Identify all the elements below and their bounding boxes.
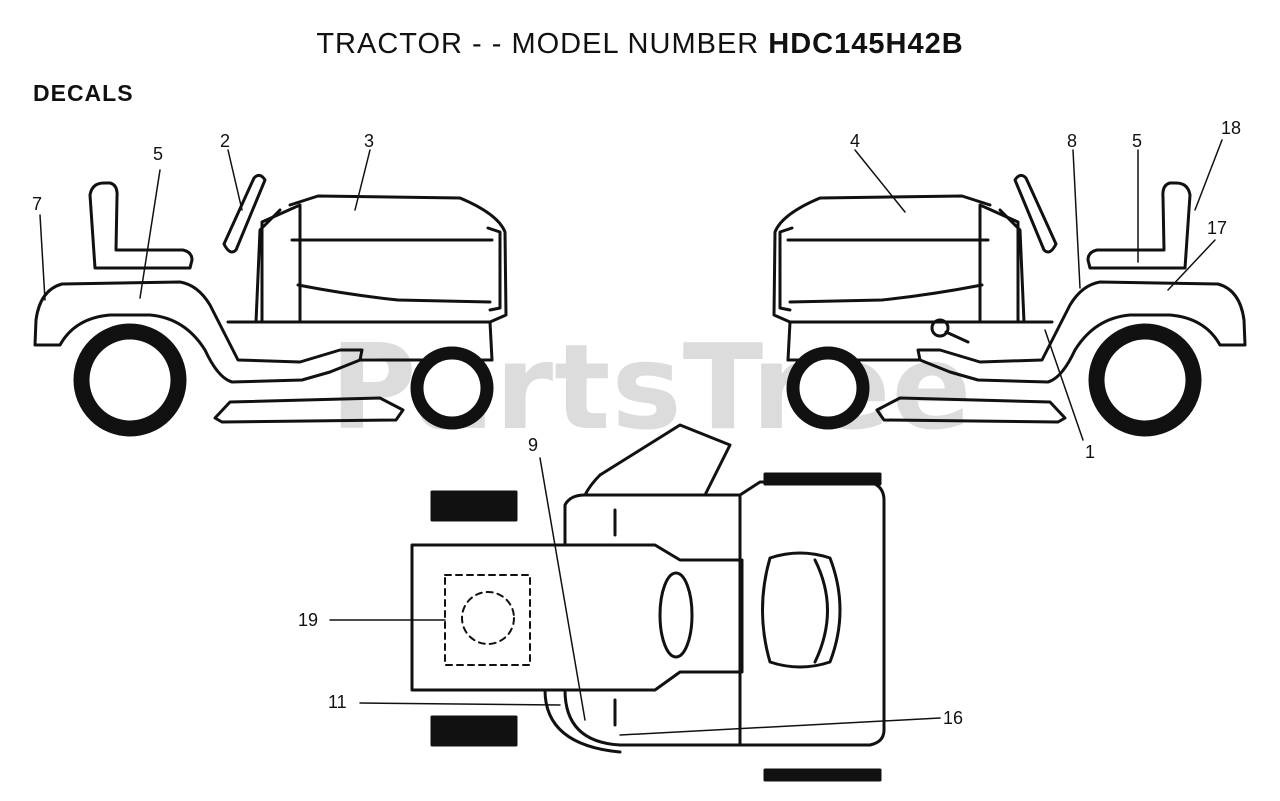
callout-18: 18 bbox=[1221, 118, 1242, 138]
callout-19: 19 bbox=[298, 610, 319, 630]
callout-3: 3 bbox=[364, 131, 375, 151]
callout-9: 9 bbox=[528, 435, 539, 455]
callout-5-left: 5 bbox=[153, 144, 164, 164]
title-prefix: TRACTOR - - MODEL NUMBER bbox=[316, 28, 769, 60]
page-title: TRACTOR - - MODEL NUMBER HDC145H42B bbox=[0, 28, 1280, 61]
model-number: HDC145H42B bbox=[768, 28, 964, 60]
callout-17: 17 bbox=[1207, 218, 1228, 238]
left-tractor bbox=[33, 173, 508, 437]
callout-7: 7 bbox=[32, 194, 43, 214]
callout-2: 2 bbox=[220, 131, 231, 151]
callout-16: 16 bbox=[943, 708, 964, 728]
callout-8: 8 bbox=[1067, 131, 1078, 151]
right-tractor bbox=[772, 173, 1247, 437]
leader-lines bbox=[39, 139, 1223, 736]
callout-11: 11 bbox=[328, 692, 347, 712]
callout-5-right: 5 bbox=[1132, 131, 1143, 151]
callout-1: 1 bbox=[1085, 442, 1096, 462]
section-label: DECALS bbox=[33, 80, 134, 106]
top-view-tractor bbox=[410, 423, 886, 782]
callout-4: 4 bbox=[850, 131, 861, 151]
